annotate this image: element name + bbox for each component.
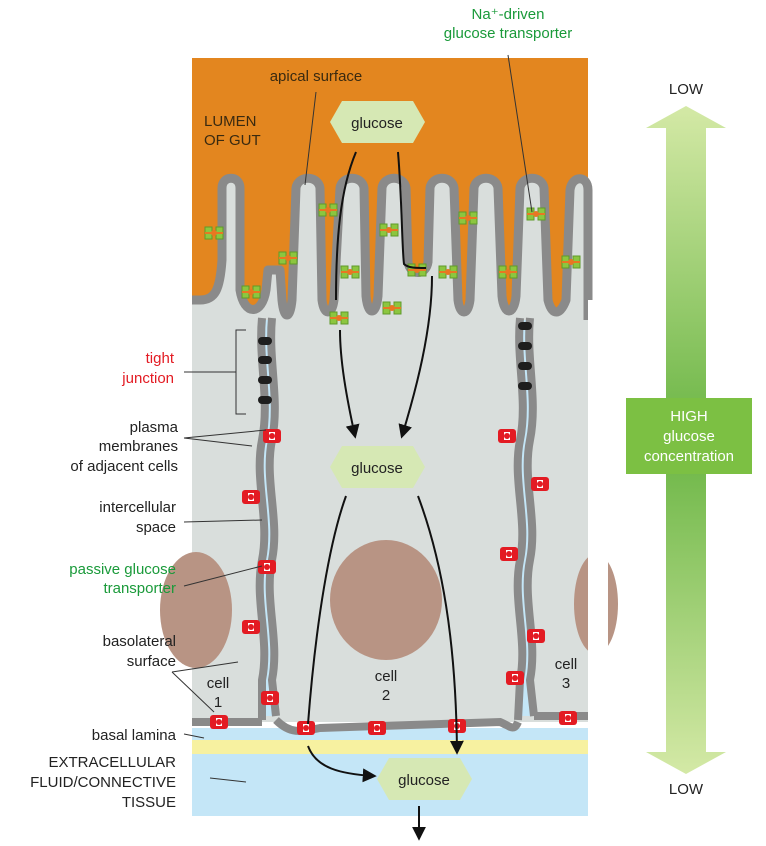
- lateral-membrane-cell3: [523, 317, 538, 717]
- intercellular-space-label-2: space: [136, 519, 176, 536]
- cell1-label-1: cell: [207, 675, 230, 692]
- glucose-flow-arrows: [307, 151, 464, 841]
- extracellular-label-1: EXTRACELLULAR: [48, 754, 176, 771]
- lateral-membrane-cell2-left: [265, 317, 280, 717]
- tight-junction-left: [258, 337, 272, 404]
- cell3-label-1: cell: [555, 656, 578, 673]
- nucleus-cell2: [330, 540, 442, 660]
- cell2-label-1: cell: [375, 668, 398, 685]
- plasma-membranes-label-2: membranes: [99, 438, 178, 455]
- high-label-3: concentration: [644, 448, 734, 465]
- basal-lamina-band: [192, 740, 588, 754]
- passive-transporter-label-1: passive glucose: [69, 561, 176, 578]
- lateral-membrane-cell2-right: [513, 317, 527, 721]
- cell1-label-2: 1: [214, 694, 222, 711]
- high-label-1: HIGH: [670, 408, 708, 425]
- gradient-bottom-label: LOW: [669, 781, 704, 798]
- nucleus-cell1: [160, 552, 232, 668]
- gradient-top-label: LOW: [669, 81, 704, 98]
- extracellular-label-3: TISSUE: [122, 794, 176, 811]
- tight-junction-right: [518, 322, 532, 390]
- basolateral-label-2: surface: [127, 653, 176, 670]
- glucose-label-middle: glucose: [351, 460, 403, 477]
- plasma-membranes-label-3: of adjacent cells: [70, 458, 178, 475]
- cell2-label-2: 2: [382, 687, 390, 704]
- extracellular-label-2: FLUID/CONNECTIVE: [30, 774, 176, 791]
- basolateral-label-1: basolateral: [103, 633, 176, 650]
- high-concentration-box: [626, 398, 752, 474]
- glucose-label-top: glucose: [351, 115, 403, 132]
- glucose-hexagon-middle: [330, 446, 425, 488]
- apical-surface-label: apical surface: [270, 68, 363, 85]
- tight-junction-label-2: junction: [121, 370, 174, 387]
- glucose-label-bottom: glucose: [398, 772, 450, 789]
- apical-membrane: [192, 173, 593, 320]
- leader-lines: [171, 54, 533, 783]
- lumen-label-2: OF GUT: [204, 132, 261, 149]
- na-transporter-label-1: Na⁺-driven: [472, 6, 545, 23]
- lumen-label-1: LUMEN: [204, 113, 257, 130]
- glucose-hexagon-top: [330, 101, 425, 143]
- cell3-label-2: 3: [562, 675, 570, 692]
- basal-lamina-top: [192, 728, 588, 740]
- high-label-2: glucose: [663, 428, 715, 445]
- tight-junction-label-1: tight: [146, 350, 175, 367]
- na-transporter-label-2: glucose transporter: [444, 25, 572, 42]
- glucose-hexagon-bottom: [377, 758, 472, 800]
- plasma-membranes-label-1: plasma: [130, 419, 179, 436]
- basal-lamina-label: basal lamina: [92, 727, 177, 744]
- intercellular-space-label-1: intercellular: [99, 499, 176, 516]
- passive-transporter-label-2: transporter: [103, 580, 176, 597]
